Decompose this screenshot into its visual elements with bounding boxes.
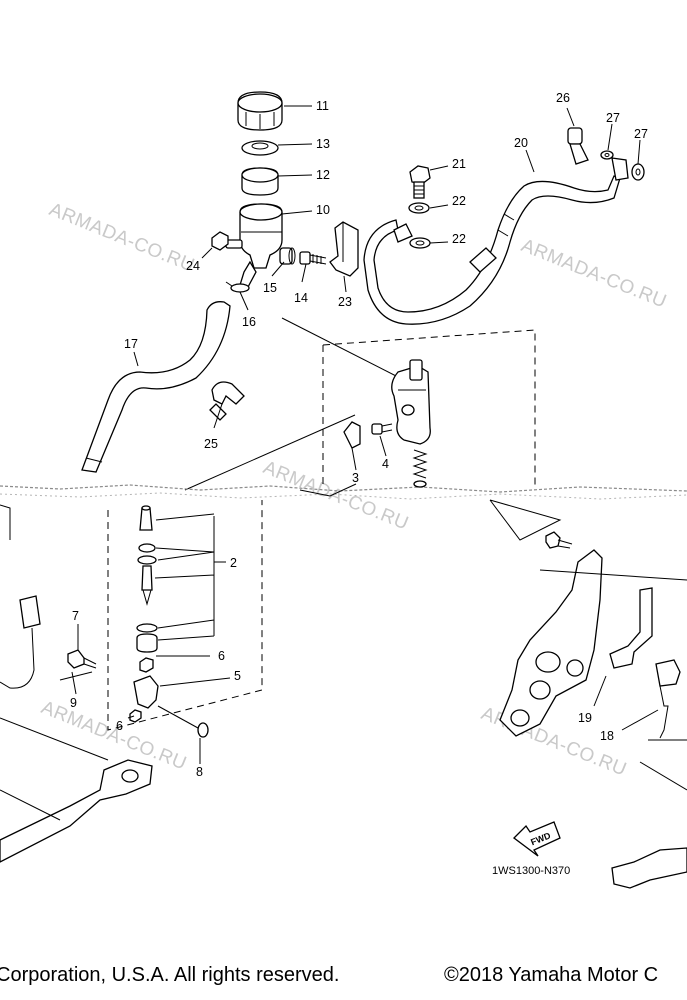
callout-10: 10	[316, 203, 330, 217]
callout-25: 25	[204, 437, 218, 451]
callout-11: 11	[316, 99, 329, 113]
callout-18: 18	[600, 729, 614, 743]
clevis	[133, 675, 159, 709]
callout-23: 23	[338, 295, 352, 309]
gasket	[409, 237, 431, 249]
master-cylinder-body	[391, 359, 431, 445]
callout-27: 27	[606, 111, 620, 125]
callout-27: 27	[634, 127, 648, 141]
collar	[371, 423, 393, 435]
banjo-fitting	[567, 127, 589, 165]
bolt	[299, 251, 327, 265]
cotter-pin	[59, 671, 93, 681]
spring	[412, 449, 428, 488]
bracket	[329, 221, 359, 277]
union-bolt	[409, 165, 431, 199]
reservoir-cap	[237, 91, 283, 131]
piston-kit	[136, 505, 215, 653]
brake-switch	[655, 659, 681, 739]
callout-16: 16	[242, 315, 256, 329]
copyright-right: ©2018 Yamaha Motor C	[444, 964, 659, 986]
callout-12: 12	[316, 168, 330, 182]
callout-22: 22	[452, 194, 466, 208]
diaphragm	[241, 167, 279, 196]
diagram-code: 1WS1300-N370	[492, 865, 570, 877]
callout-24: 24	[186, 259, 200, 273]
leader-lines	[71, 105, 659, 764]
brake-hose	[363, 175, 621, 325]
callout-5: 5	[234, 669, 241, 683]
brake-switch-connector	[0, 595, 41, 689]
switch-bracket	[609, 587, 653, 669]
copyright-left: Corporation, U.S.A. All rights reserved.	[0, 964, 340, 986]
callout-2: 2	[230, 556, 237, 570]
watermark: ARMADA-CO.RU	[38, 697, 189, 774]
callout-3: 3	[352, 471, 359, 485]
hose-clamp	[209, 381, 245, 421]
callout-6: 6	[116, 719, 123, 733]
nut	[211, 231, 229, 251]
callout-20: 20	[514, 136, 528, 150]
shift-pedal	[611, 847, 687, 889]
forward-arrow-icon: FWD	[513, 821, 561, 857]
dashed-boundaries	[107, 317, 536, 731]
callout-17: 17	[124, 337, 138, 351]
callout-13: 13	[316, 137, 330, 151]
callout-19: 19	[578, 711, 592, 725]
hose	[81, 301, 231, 473]
callout-21: 21	[452, 157, 466, 171]
callout-22: 22	[452, 232, 466, 246]
clevis-pin	[67, 649, 97, 669]
nut	[139, 657, 154, 673]
washer	[600, 150, 614, 160]
callout-15: 15	[263, 281, 277, 295]
callout-7: 7	[72, 609, 79, 623]
reservoir	[225, 203, 283, 288]
watermark: ARMADA-CO.RU	[518, 235, 669, 312]
washer	[197, 722, 209, 738]
fitting	[343, 421, 361, 449]
gasket	[408, 202, 430, 214]
callout-4: 4	[382, 457, 389, 471]
callout-14: 14	[294, 291, 308, 305]
callout-9: 9	[70, 696, 77, 710]
callout-6: 6	[218, 649, 225, 663]
hose-end	[611, 157, 629, 181]
callout-8: 8	[196, 765, 203, 779]
nut	[129, 709, 142, 723]
diaphragm-plate	[241, 140, 279, 156]
copyright-footer: Corporation, U.S.A. All rights reserved.…	[0, 960, 687, 1000]
scan-tear-band	[0, 484, 687, 500]
collar	[279, 247, 296, 265]
bolt	[545, 531, 573, 549]
brake-pedal	[0, 759, 153, 863]
footrest-bracket	[499, 549, 603, 737]
callout-labels: 11 13 12 10 24 15 14 23 16 17 25 21 22 2…	[70, 91, 648, 779]
watermark: ARMADA-CO.RU	[46, 199, 197, 276]
callout-26: 26	[556, 91, 570, 105]
washer	[631, 163, 645, 181]
